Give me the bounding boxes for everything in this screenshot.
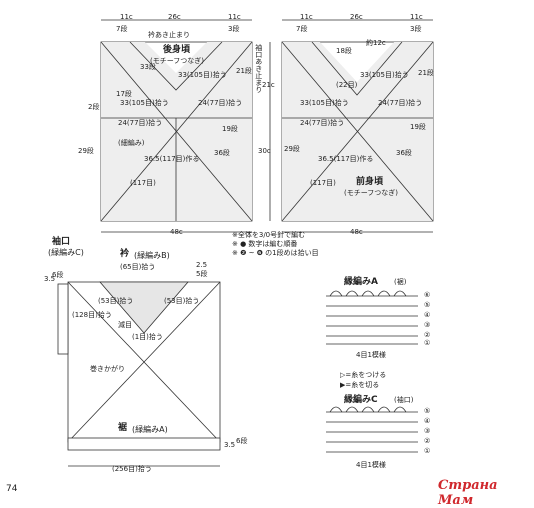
back-s33: 33段 [140, 63, 156, 71]
front-s24b: 24(77目)拾う [300, 119, 345, 127]
hem-subtitle: (緑編みA) [132, 425, 168, 434]
back-s24: 24(77目)拾う [198, 99, 243, 107]
edge-a-row1: ① [424, 339, 431, 347]
front-s24: 24(77目)拾う [378, 99, 423, 107]
collar-count: (65目)拾う [120, 263, 156, 271]
front-title: 前身頃 [356, 177, 384, 187]
edge-a-place: (裾) [394, 278, 407, 286]
edge-c-row5: ⑤ [424, 407, 431, 415]
dim-yoke-height: 21c [262, 81, 275, 89]
sleeve-subtitle: (緑編みC) [48, 248, 84, 257]
back-s33-105b: 33(105目)拾う [120, 99, 169, 107]
collar-subtitle: (緑編みB) [134, 251, 170, 260]
legend-cut: ▶=糸を切る [340, 381, 380, 389]
sleeve-r6: 6段 [52, 271, 64, 279]
front-s22: (22目) [336, 81, 358, 89]
sleeve-title: 袖口 [52, 237, 71, 247]
hem-r3-5: 3.5 [224, 441, 236, 449]
dim-height: 30c [258, 147, 271, 155]
collar-stop-label: 衿あき止まり [148, 31, 190, 39]
back-s19: 19段 [222, 125, 238, 133]
front-r12: 約12c [366, 39, 386, 47]
page-number: 74 [6, 484, 18, 494]
edge-a-row5: ⑤ [424, 301, 431, 309]
dim-center-width: 26c [168, 13, 181, 21]
sleeve-stop-label: 袖口あき止まり [254, 44, 263, 93]
back-r7: 7段 [116, 25, 128, 33]
front-s19: 19段 [410, 123, 426, 131]
note-1: ※全体を3/0号針で編む [232, 231, 306, 239]
back-r21: 21段 [236, 67, 252, 75]
front-s33-105: 33(105目)拾う [360, 71, 409, 79]
back-r2: 2段 [88, 103, 100, 111]
edge-a-title: 縁編みA [344, 277, 378, 287]
edge-c-row3: ③ [424, 427, 431, 435]
hem-count: (256目)拾う [112, 465, 152, 473]
dim-front-left-width: 11c [300, 13, 313, 21]
edge-a-row6: ⑥ [424, 291, 431, 299]
note-2: ※ ● 数字は編む順番 [232, 240, 298, 248]
edge-a-row2: ② [424, 331, 431, 339]
dim-front-center-width: 26c [350, 13, 363, 21]
back-s36-5: 36.5(117目)作る [144, 155, 200, 163]
back-r3: 3段 [228, 25, 240, 33]
back-s24b: 24(77目)拾う [118, 119, 163, 127]
back-s117: (117目) [130, 179, 156, 187]
collar-title: 衿 [120, 249, 130, 259]
collar-reduce: 減目 [118, 321, 132, 329]
hem-start: 巻きかがり [90, 365, 125, 373]
back-s33-105: 33(105目)拾う [178, 71, 227, 79]
hem-r6: 6段 [236, 437, 248, 445]
dim-front-right-width: 11c [410, 13, 423, 21]
dim-right-width: 11c [228, 13, 241, 21]
collar-r2-5: 2.5 [196, 261, 208, 269]
dim-back-total: 48c [170, 228, 183, 236]
dim-front-total: 48c [350, 228, 363, 236]
edge-c-chart [326, 406, 418, 453]
front-r21: 21段 [418, 69, 434, 77]
front-r18: 18段 [336, 47, 352, 55]
back-r29: 29段 [78, 147, 94, 155]
edge-c-row1: ① [424, 447, 431, 455]
edge-c-row2: ② [424, 437, 431, 445]
front-s117: (117目) [310, 179, 336, 187]
back-s36: 36段 [214, 149, 230, 157]
front-s36: 36段 [396, 149, 412, 157]
front-s33-105b: 33(105目)拾う [300, 99, 349, 107]
front-subtitle: (モチーフつなぎ) [344, 189, 399, 197]
edge-c-place: (袖口) [394, 396, 414, 404]
legend-attach: ▷=糸をつける [340, 371, 387, 379]
edge-a-chart [326, 290, 418, 345]
collar-c53-right: (53目)拾う [164, 297, 200, 305]
back-subtitle: (モチーフつなぎ) [150, 57, 205, 65]
front-r29: 29段 [284, 145, 300, 153]
edge-c-row4: ④ [424, 417, 431, 425]
back-fine: (細編み) [118, 139, 145, 147]
edge-a-repeat: 4目1模様 [356, 351, 386, 359]
hem-title: 裾 [118, 423, 128, 433]
dim-left-width: 11c [120, 13, 133, 21]
collar-r5: 5段 [196, 270, 208, 278]
back-title: 後身頃 [163, 45, 191, 55]
front-r3: 3段 [410, 25, 422, 33]
edge-a-row3: ③ [424, 321, 431, 329]
note-3: ※ ❷ ~ ❻ の1段めは拾い目 [232, 249, 319, 257]
sleeve-count: (128目)拾う [72, 311, 112, 319]
front-s36-5: 36.5(117目)作る [318, 155, 374, 163]
edge-c-repeat: 4目1模様 [356, 461, 386, 469]
edge-c-title: 縁編みC [344, 395, 378, 405]
back-s17: 17段 [116, 90, 132, 98]
edge-a-row4: ④ [424, 311, 431, 319]
collar-c53-left: (53目)拾う [98, 297, 134, 305]
collar-c1: (1目)拾う [132, 333, 163, 341]
front-r7: 7段 [296, 25, 308, 33]
sleeve-r3-5: 3.5 [44, 275, 56, 283]
watermark: Страна Мам [438, 478, 498, 508]
